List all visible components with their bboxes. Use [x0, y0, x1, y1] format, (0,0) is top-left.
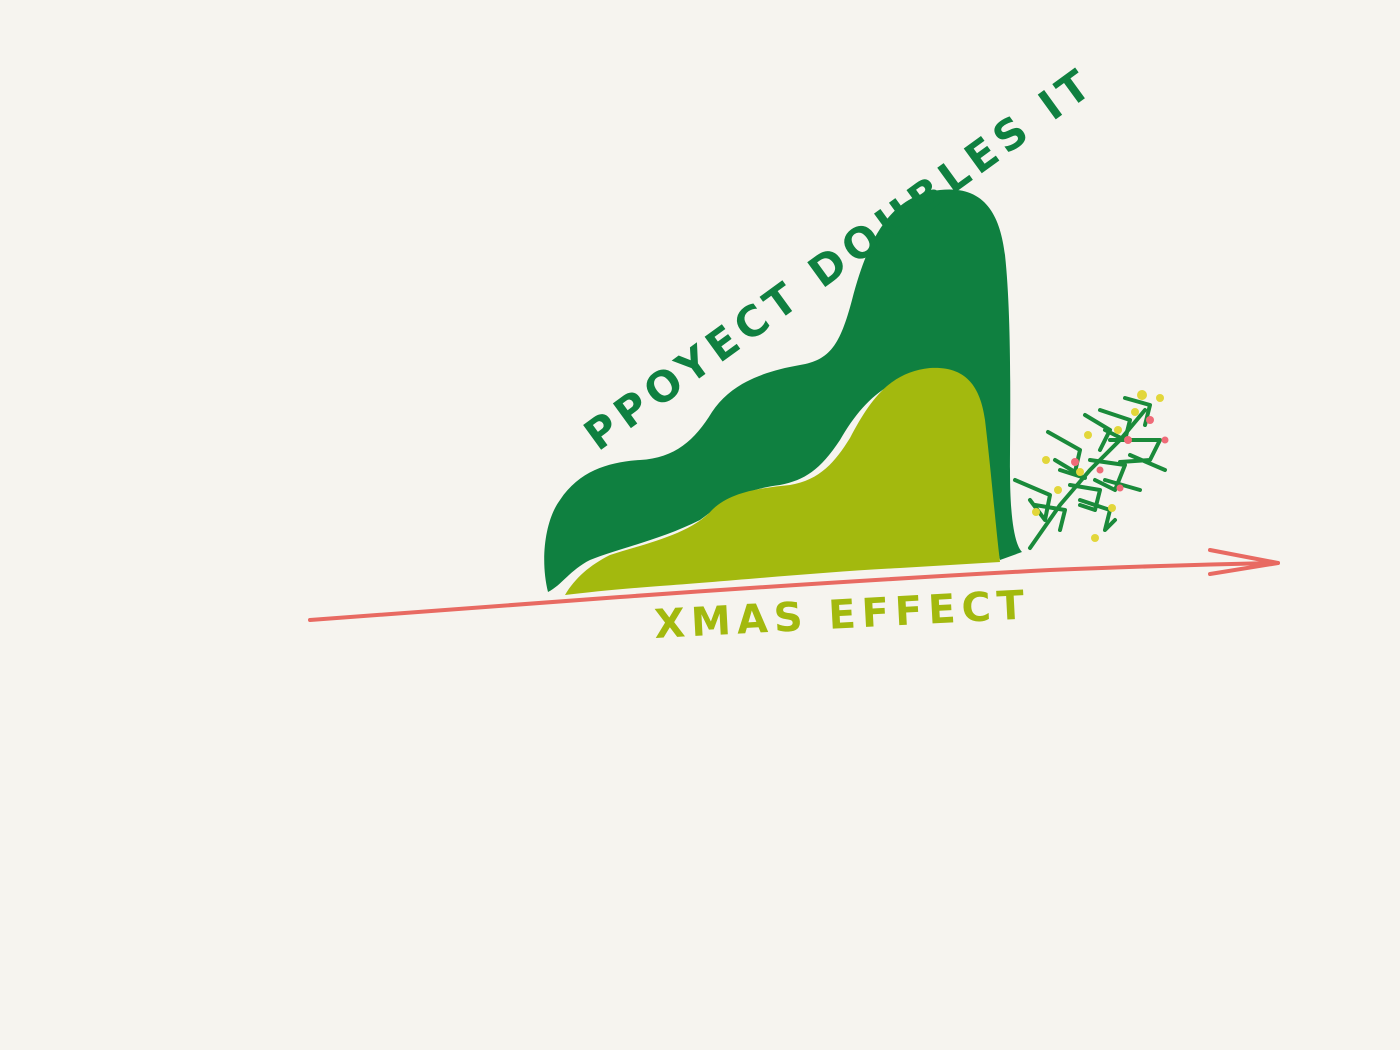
- xmas-area: [565, 367, 1000, 595]
- project-area: [544, 189, 1022, 592]
- arrow-head-icon: [1208, 548, 1280, 576]
- christmas-tree-icon: [1013, 390, 1169, 550]
- time-axis: [308, 561, 1280, 622]
